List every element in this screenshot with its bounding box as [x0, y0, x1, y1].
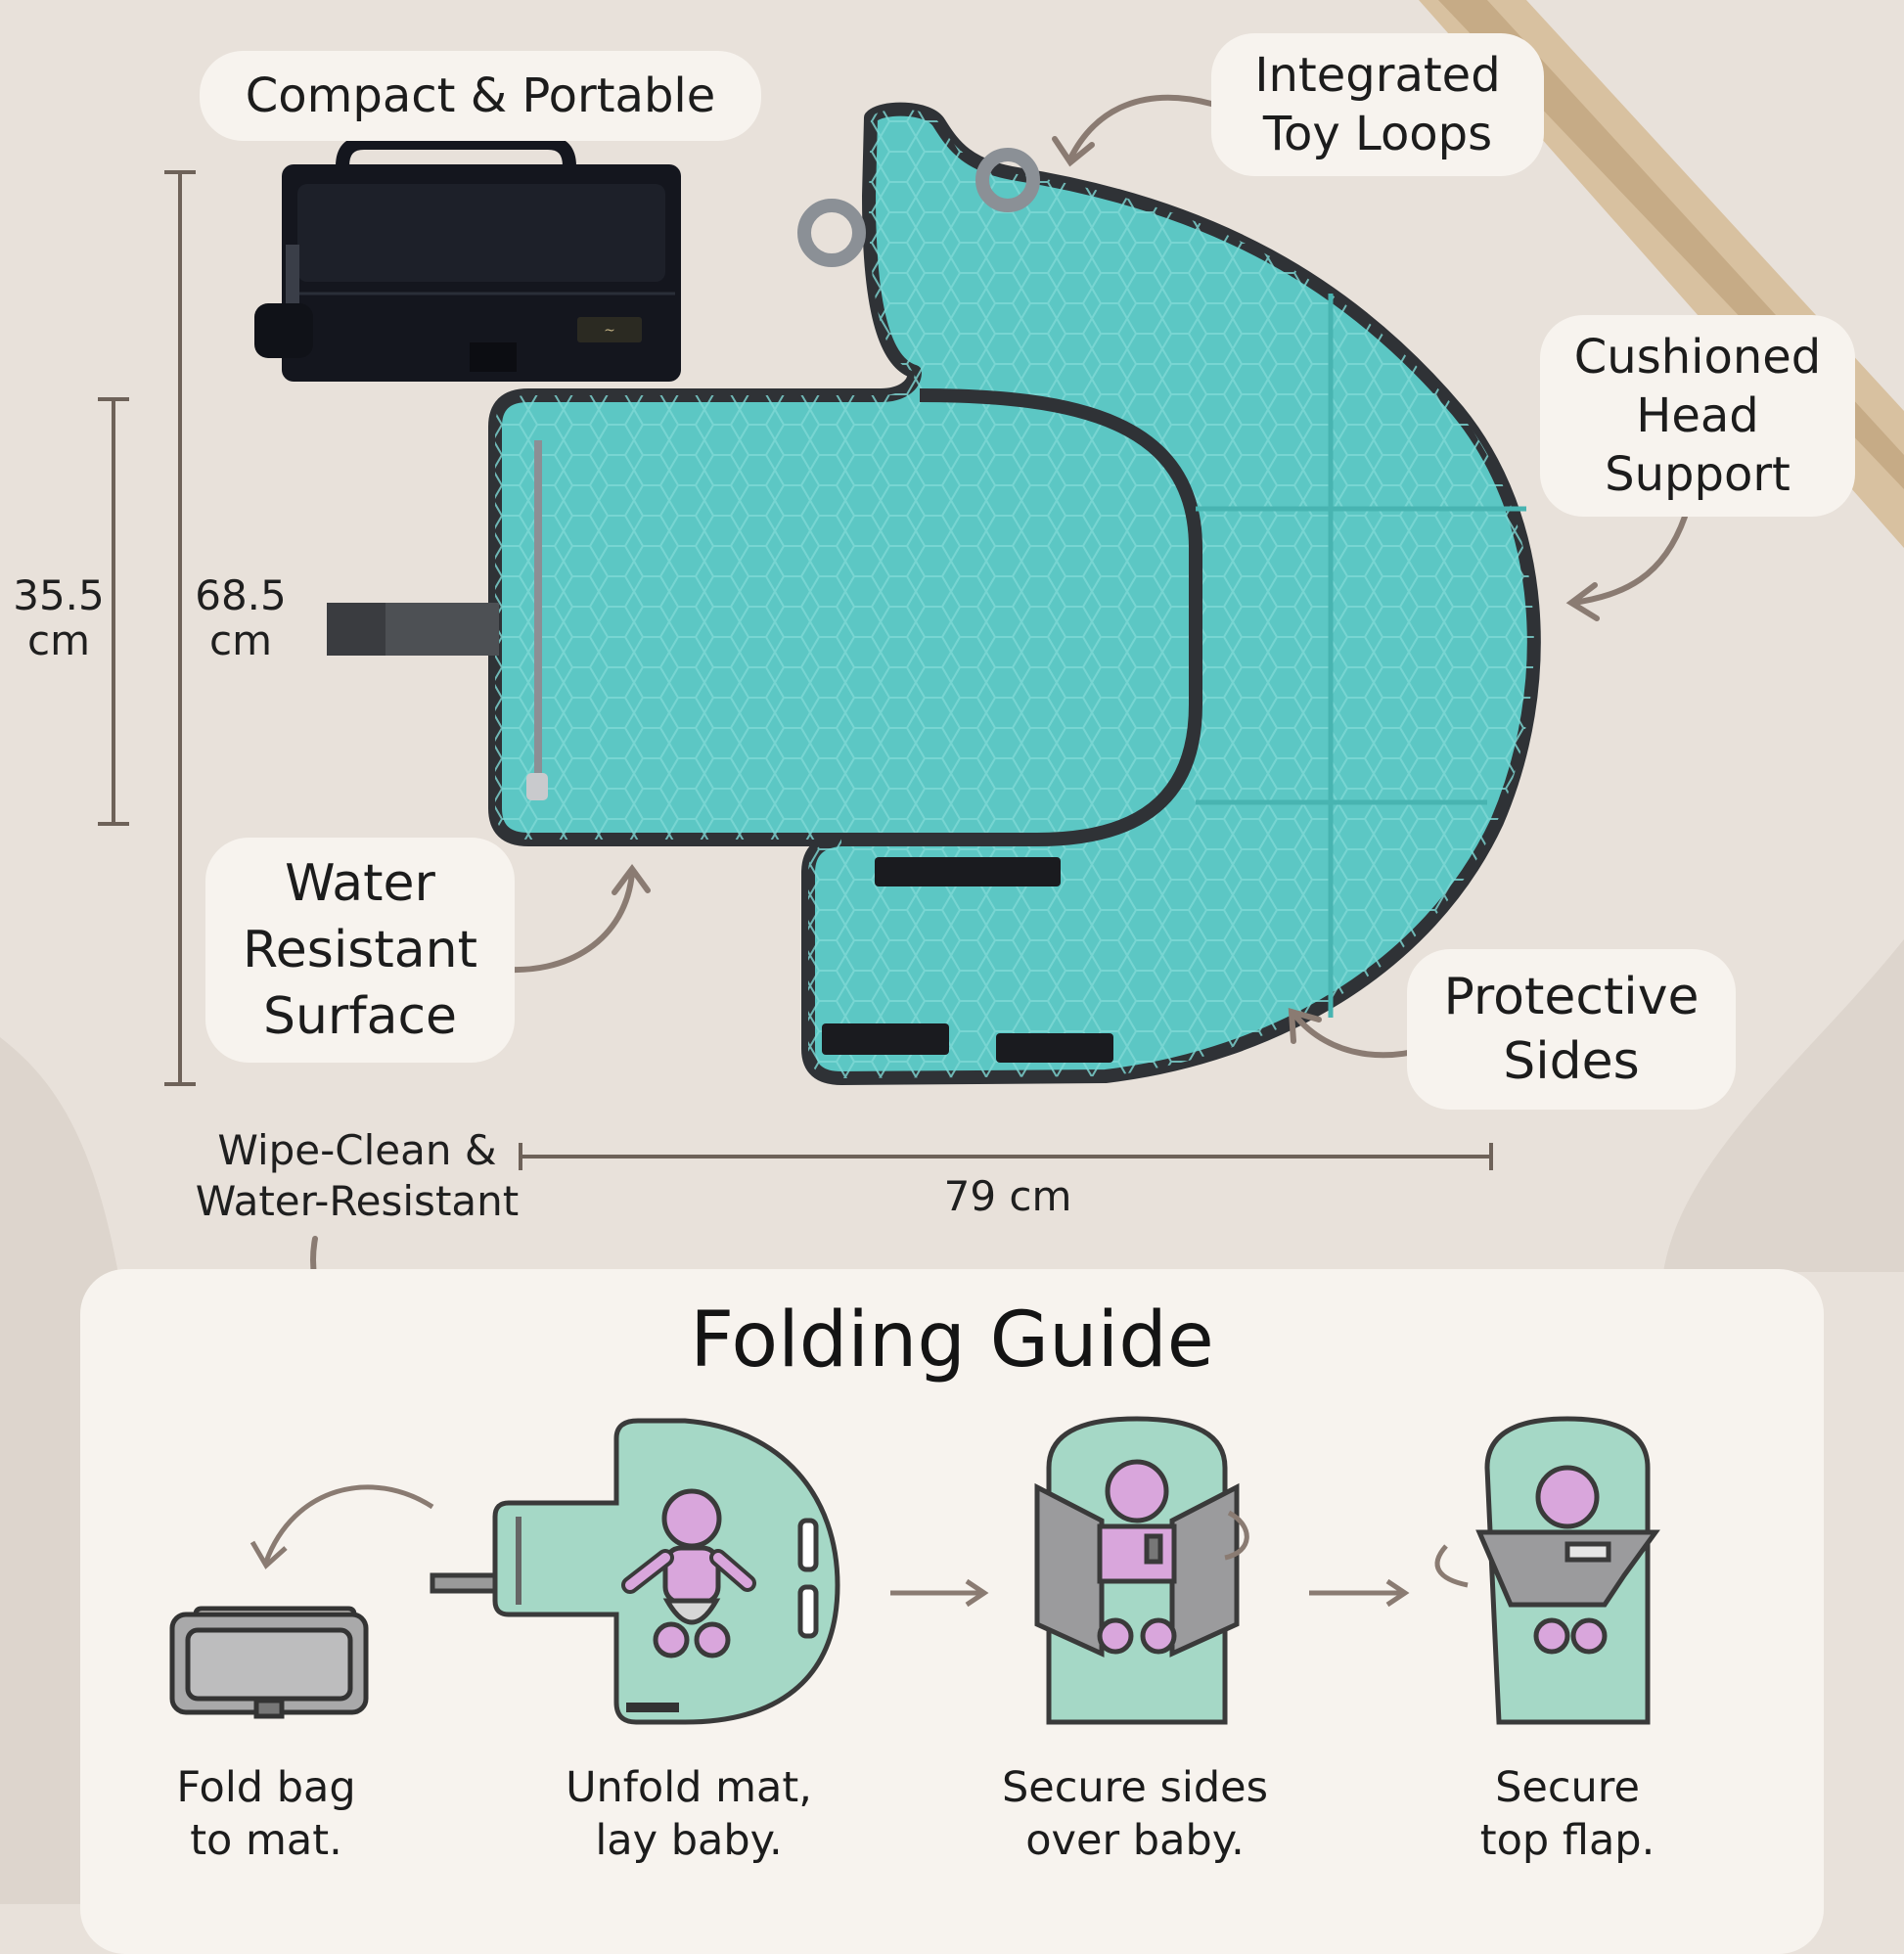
callout-protective-sides-line2: Sides — [1503, 1032, 1640, 1091]
callout-head-support-line3: Support — [1605, 447, 1791, 502]
dimension-bag-height-unit: cm — [26, 616, 90, 664]
step-1-caption-line2: to mat. — [190, 1816, 342, 1865]
callout-head-support-line2: Head — [1636, 388, 1759, 443]
step-4-caption-line2: top flap. — [1479, 1816, 1655, 1865]
step-2-caption-line1: Unfold mat, — [566, 1763, 812, 1812]
callout-compact-portable: Compact & Portable — [200, 51, 761, 141]
callout-water-resistant-line3: Surface — [262, 987, 458, 1046]
step-3-caption-line2: over baby. — [1025, 1816, 1245, 1865]
step-2-caption-line2: lay baby. — [595, 1816, 783, 1865]
step-1-caption-line1: Fold bag — [176, 1763, 356, 1812]
dimension-mat-height: 68.5 cm — [192, 573, 290, 663]
dimension-mat-height-unit: cm — [208, 616, 272, 664]
dimension-bag-height: 35.5 cm — [10, 573, 108, 663]
fabric-fold-right — [1663, 939, 1904, 1272]
callout-protective-sides: Protective Sides — [1407, 949, 1736, 1110]
callout-water-resistant-line1: Water — [285, 854, 435, 913]
step-1-caption: Fold bag to mat. — [90, 1761, 442, 1867]
dimension-line-mat-width — [519, 1143, 1493, 1170]
callout-water-resistant-line2: Resistant — [242, 921, 478, 979]
dimension-mat-width-value: 79 cm — [943, 1172, 1072, 1220]
callout-water-resistant: Water Resistant Surface — [205, 838, 515, 1063]
dimension-line-bag — [98, 397, 129, 826]
wipe-clean-line2: Water-Resistant — [195, 1177, 520, 1225]
step-2-caption: Unfold mat, lay baby. — [513, 1761, 865, 1867]
callout-head-support-line1: Cushioned — [1573, 330, 1822, 385]
callout-compact-portable-text: Compact & Portable — [245, 68, 716, 123]
dimension-bag-height-value: 35.5 — [13, 571, 105, 619]
svg-text:~: ~ — [604, 323, 615, 339]
callout-toy-loops: Integrated Toy Loops — [1211, 33, 1544, 176]
step-4-caption: Secure top flap. — [1391, 1761, 1744, 1867]
wipe-clean-label: Wipe-Clean & Water-Resistant — [166, 1125, 548, 1227]
callout-head-support: Cushioned Head Support — [1540, 315, 1855, 517]
wipe-clean-line1: Wipe-Clean & — [217, 1126, 497, 1174]
dimension-mat-width: 79 cm — [881, 1174, 1135, 1219]
dimension-mat-height-value: 68.5 — [195, 571, 287, 619]
step-3-caption: Secure sides over baby. — [959, 1761, 1311, 1867]
changing-mat — [327, 102, 1541, 1085]
folded-bag: ~ — [254, 136, 681, 382]
dimension-line-mat-height — [164, 170, 196, 1086]
step-4-caption-line1: Secure — [1495, 1763, 1640, 1812]
step-3-caption-line1: Secure sides — [1001, 1763, 1268, 1812]
callout-protective-sides-line1: Protective — [1443, 968, 1700, 1026]
callout-toy-loops-line1: Integrated — [1254, 48, 1501, 103]
folding-guide-title: Folding Guide — [690, 1296, 1214, 1385]
callout-toy-loops-line2: Toy Loops — [1262, 107, 1493, 161]
product-illustration: ~ — [0, 0, 1904, 1904]
